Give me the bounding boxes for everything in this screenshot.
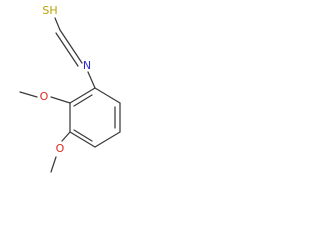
atom-label-nitrogen: N (83, 59, 91, 72)
atom-label-oxygen-lower: O (56, 142, 65, 155)
ring-inner-bond-b (73, 129, 93, 142)
bond-n-ring (87, 71, 96, 89)
ring-bond-4 (69, 131, 96, 148)
bond-o-methyl-upper (19, 91, 38, 98)
atom-label-oxygen-upper: O (40, 90, 49, 103)
bond-c-n-double-a (59, 29, 83, 64)
bond-s-c (54, 17, 61, 31)
chemical-structure-drawing: SH N O O (19, 4, 121, 173)
ring-bond-6 (69, 87, 96, 104)
bond-o-methyl-lower (50, 156, 57, 173)
bond-ring-o-lower (61, 131, 71, 142)
bonds (19, 17, 121, 173)
ring-bond-3 (94, 131, 121, 148)
bond-c-n-double-b (55, 32, 79, 67)
atom-label-thiol: SH (42, 4, 57, 17)
bond-ring-o-upper (50, 96, 71, 104)
ring-inner-bond-c (73, 94, 93, 107)
ring-bond-1 (94, 87, 121, 104)
